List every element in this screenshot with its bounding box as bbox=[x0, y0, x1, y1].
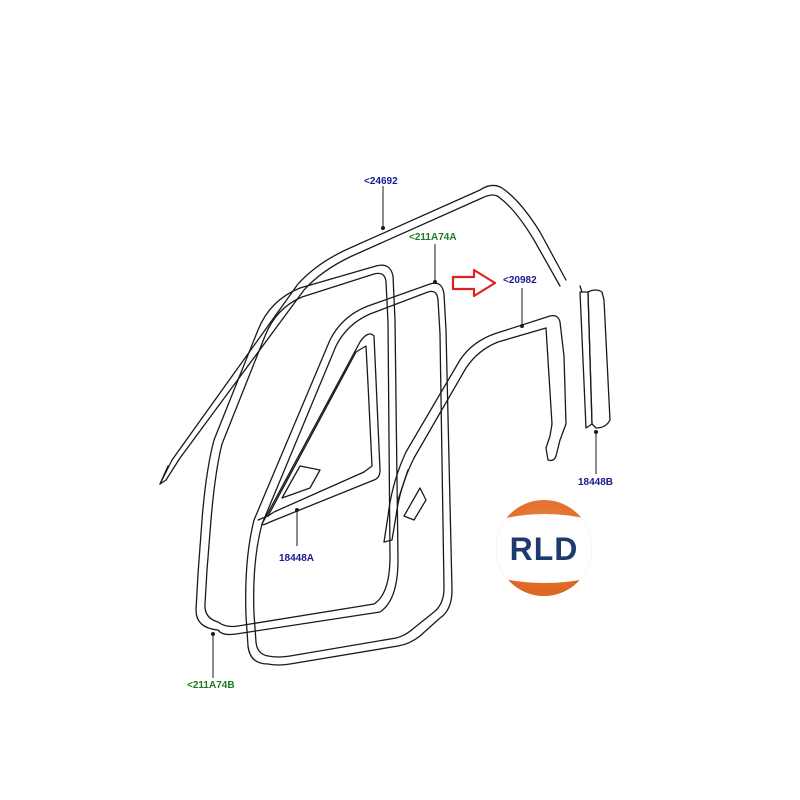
leader-dot-211a74b bbox=[211, 632, 215, 636]
part-18448a-applique-front bbox=[257, 333, 381, 526]
leader-dot-18448b bbox=[594, 430, 598, 434]
leader-dot-211a74a bbox=[433, 280, 437, 284]
part-20982-door-frame-seal bbox=[383, 314, 567, 543]
label-211a74a: <211A74A bbox=[409, 232, 457, 243]
label-211a74b: <211A74B bbox=[187, 680, 235, 691]
logo-text: RLD bbox=[510, 531, 579, 567]
leader-dot-24692 bbox=[381, 226, 385, 230]
label-18448b: 18448B bbox=[578, 477, 613, 488]
logo-band bbox=[496, 514, 592, 583]
part-211a74a-door-seal bbox=[245, 282, 453, 666]
leader-dot-18448a bbox=[295, 508, 299, 512]
label-24692: <24692 bbox=[364, 176, 398, 187]
part-211a74b-body-seal-outer bbox=[195, 264, 399, 636]
label-20982: <20982 bbox=[503, 275, 537, 286]
arrow-right-outline-icon bbox=[451, 268, 497, 298]
part-18448b-applique-rear bbox=[579, 285, 611, 429]
label-18448a: 18448A bbox=[279, 553, 314, 564]
leader-lines bbox=[211, 186, 598, 678]
leader-dot-20982 bbox=[520, 324, 524, 328]
part-24692-drip-moulding bbox=[159, 184, 567, 485]
rld-logo: RLD bbox=[496, 500, 592, 596]
